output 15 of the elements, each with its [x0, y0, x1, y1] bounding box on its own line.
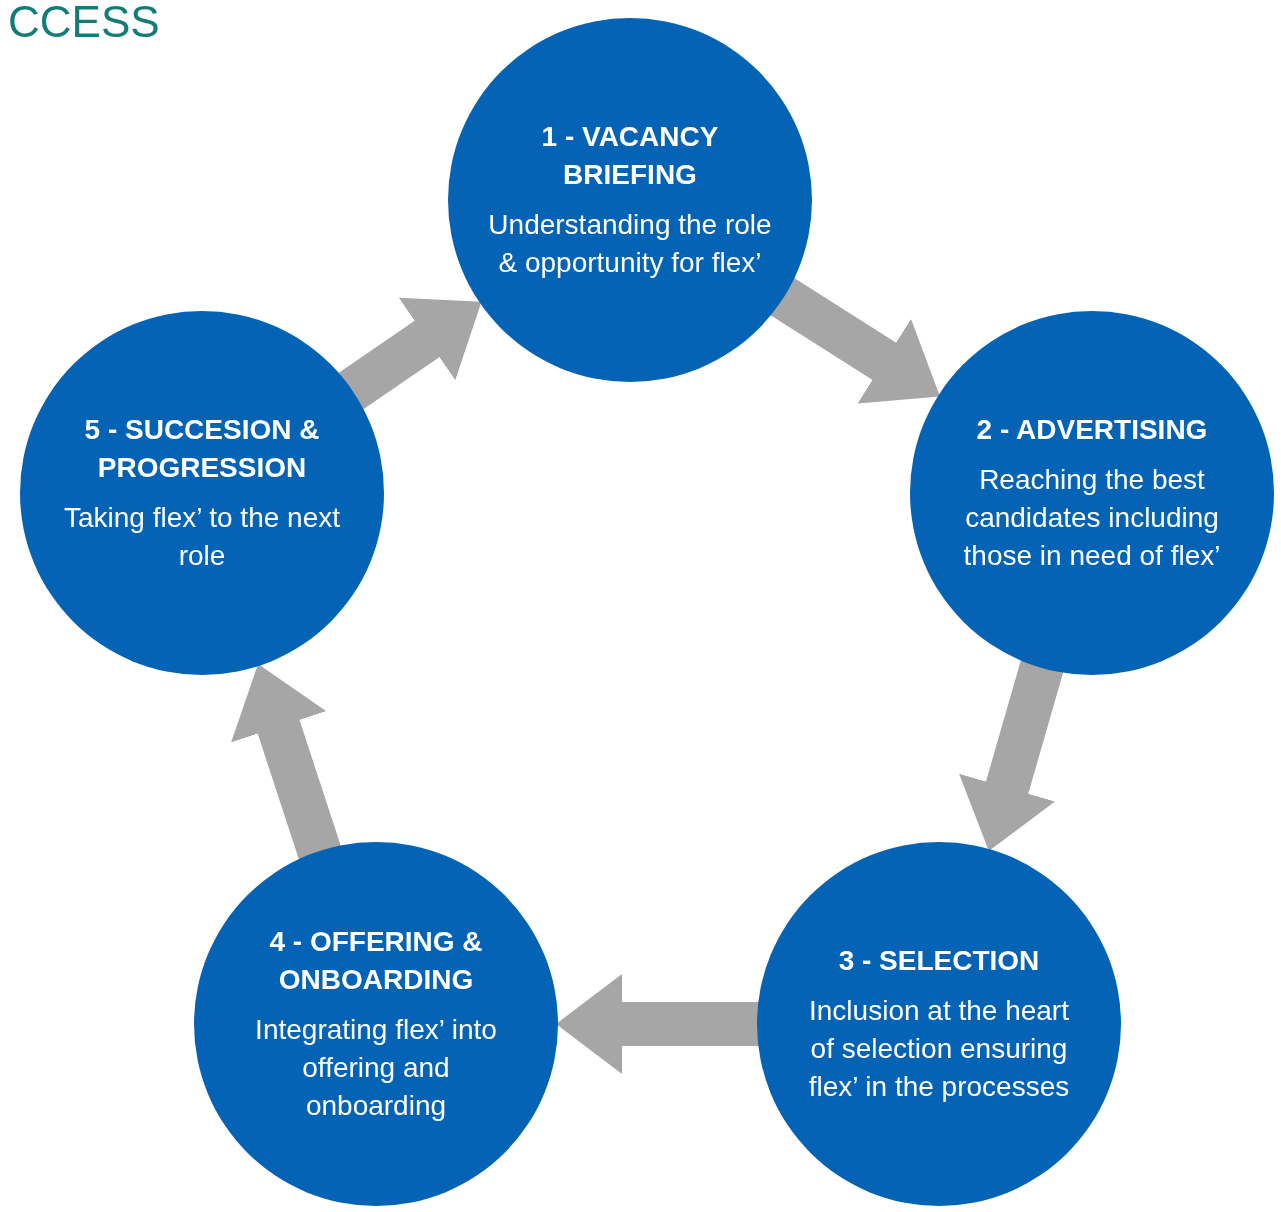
- step-heading: 3 - SELECTION: [838, 944, 1040, 978]
- title: CCESS: [8, 0, 160, 44]
- step-description: Understanding the role & opportunity for flex’: [488, 208, 772, 280]
- step-description: Reaching the best candidates including those in need of flex’: [962, 463, 1222, 573]
- step-heading: 5 - SUCCESION & PROGRESSION: [83, 413, 321, 485]
- step-heading: 4 - OFFERING & ONBOARDING: [268, 925, 484, 997]
- step-heading: 1 - VACANCY BRIEFING: [540, 120, 720, 192]
- step-description: Taking flex’ to the next role: [63, 501, 341, 573]
- block-arrow: [770, 277, 940, 404]
- step-description: Inclusion at the heart of selection ensuring flex’ in the processes: [807, 994, 1071, 1104]
- block-arrow: [231, 664, 341, 860]
- block-arrow: [338, 297, 482, 410]
- step-description: Integrating flex’ into offering and onboarding: [254, 1013, 498, 1123]
- step-heading: 2 - ADVERTISING: [976, 413, 1208, 447]
- block-arrow: [959, 659, 1064, 852]
